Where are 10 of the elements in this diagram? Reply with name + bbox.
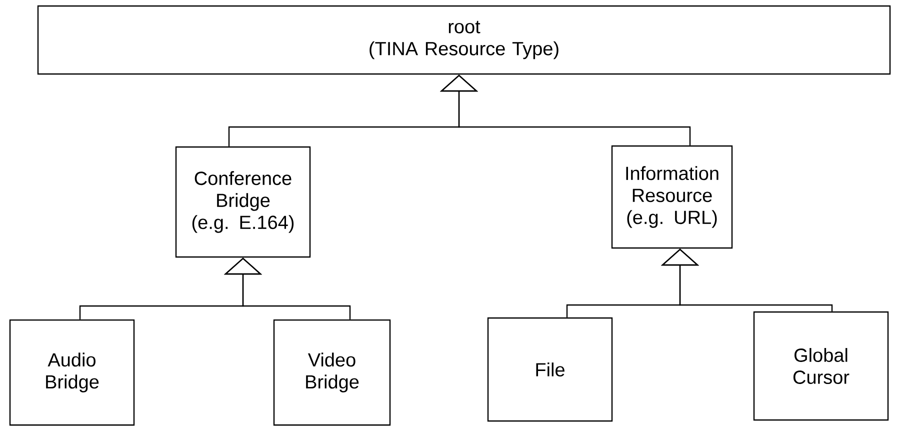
inheritance-connector [660,248,833,312]
class-box: Audio Bridge [9,319,135,426]
class-box: root (TINA Resource Type) [37,5,891,75]
class-box: Conference Bridge (e.g. E.164) [175,146,311,258]
inheritance-connector [440,74,691,146]
class-box: Information Resource (e.g. URL) [611,145,733,249]
class-box: File [487,317,613,422]
inheritance-connector [224,258,351,320]
class-box: Global Cursor [753,311,889,421]
class-box: Video Bridge [273,319,391,426]
